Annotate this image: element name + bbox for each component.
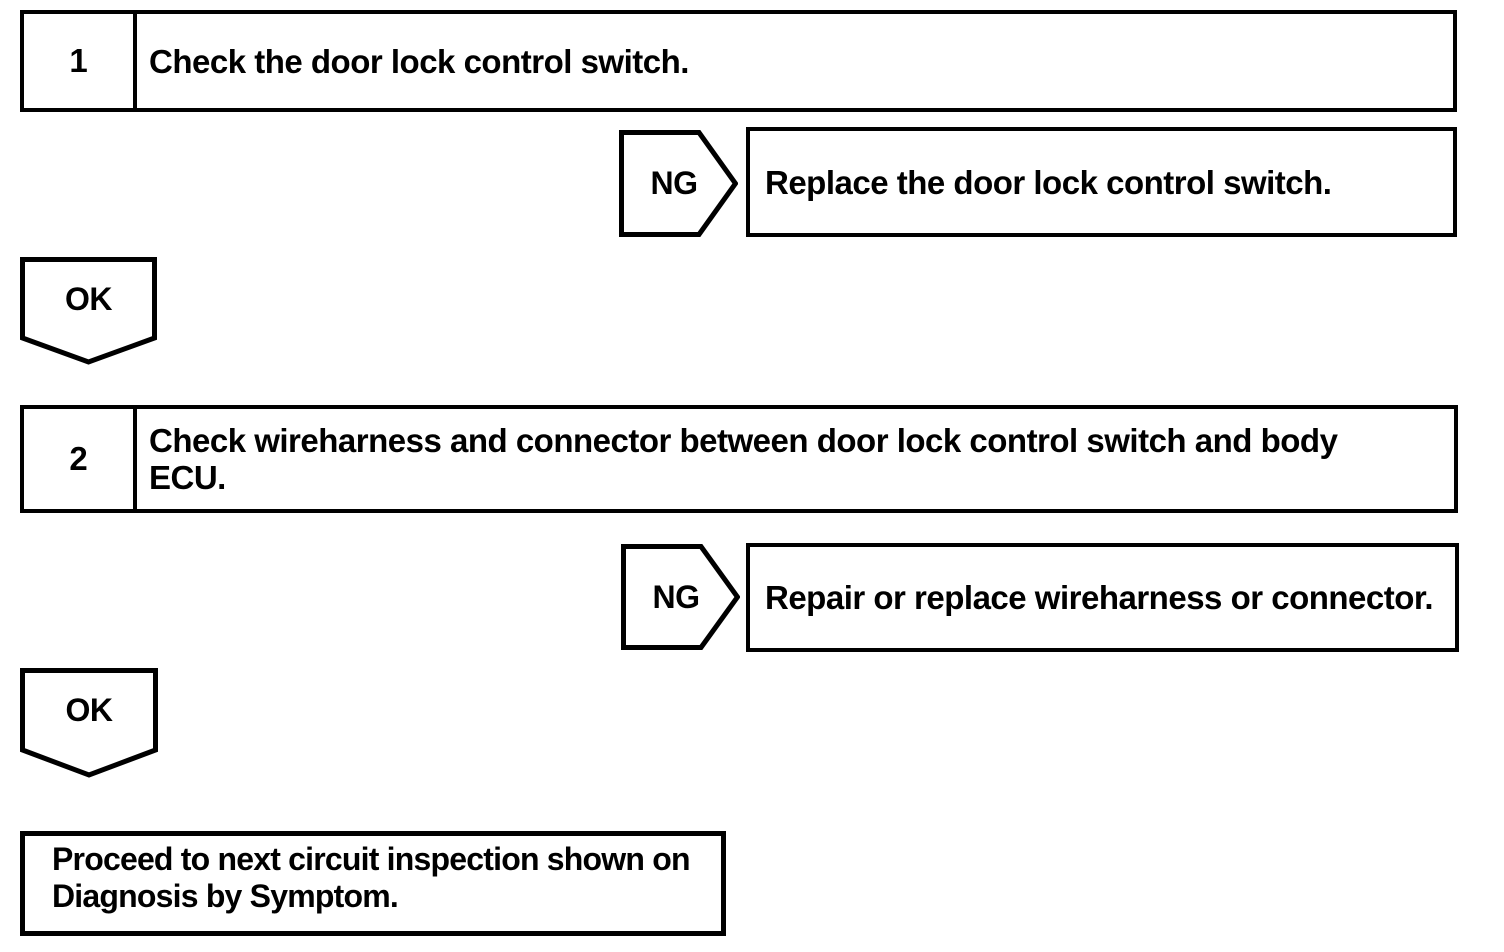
ok-label-2: OK	[65, 692, 114, 729]
ng-connector-1: NG	[619, 130, 738, 237]
step-2-number: 2	[69, 440, 88, 477]
ng-action-box-1: Replace the door lock control switch.	[746, 127, 1457, 237]
ng-action-text-2: Repair or replace wireharness or connect…	[765, 579, 1434, 616]
ng-right-arrow-icon	[619, 130, 738, 237]
ok-down-arrow-icon	[20, 257, 157, 365]
final-instruction-text: Proceed to next circuit inspection shown…	[52, 841, 691, 914]
step-1-instruction: Check the door lock control switch.	[149, 42, 689, 80]
ng-action-text-1: Replace the door lock control switch.	[765, 163, 1332, 201]
step-1-box: 1 Check the door lock control switch.	[20, 10, 1457, 112]
ng-right-arrow-icon	[621, 544, 740, 650]
ok-label-1: OK	[65, 280, 113, 317]
step-1-instruction-cell: Check the door lock control switch.	[137, 14, 1453, 108]
step-1-number: 1	[69, 42, 88, 79]
ng-label-1: NG	[650, 165, 699, 201]
step-2-instruction-cell: Check wireharness and connector between …	[137, 409, 1454, 509]
step-2-instruction: Check wireharness and connector between …	[149, 422, 1338, 496]
ng-action-box-2: Repair or replace wireharness or connect…	[746, 543, 1459, 652]
ok-connector-1: OK	[20, 257, 157, 365]
final-instruction-box: Proceed to next circuit inspection shown…	[20, 831, 726, 936]
ng-connector-2: NG	[621, 544, 740, 650]
step-1-number-cell: 1	[24, 14, 137, 108]
step-2-box: 2 Check wireharness and connector betwee…	[20, 405, 1458, 513]
ng-label-2: NG	[652, 578, 701, 615]
ok-connector-2: OK	[20, 668, 158, 778]
step-2-number-cell: 2	[24, 409, 137, 509]
ok-down-arrow-icon	[20, 668, 158, 778]
